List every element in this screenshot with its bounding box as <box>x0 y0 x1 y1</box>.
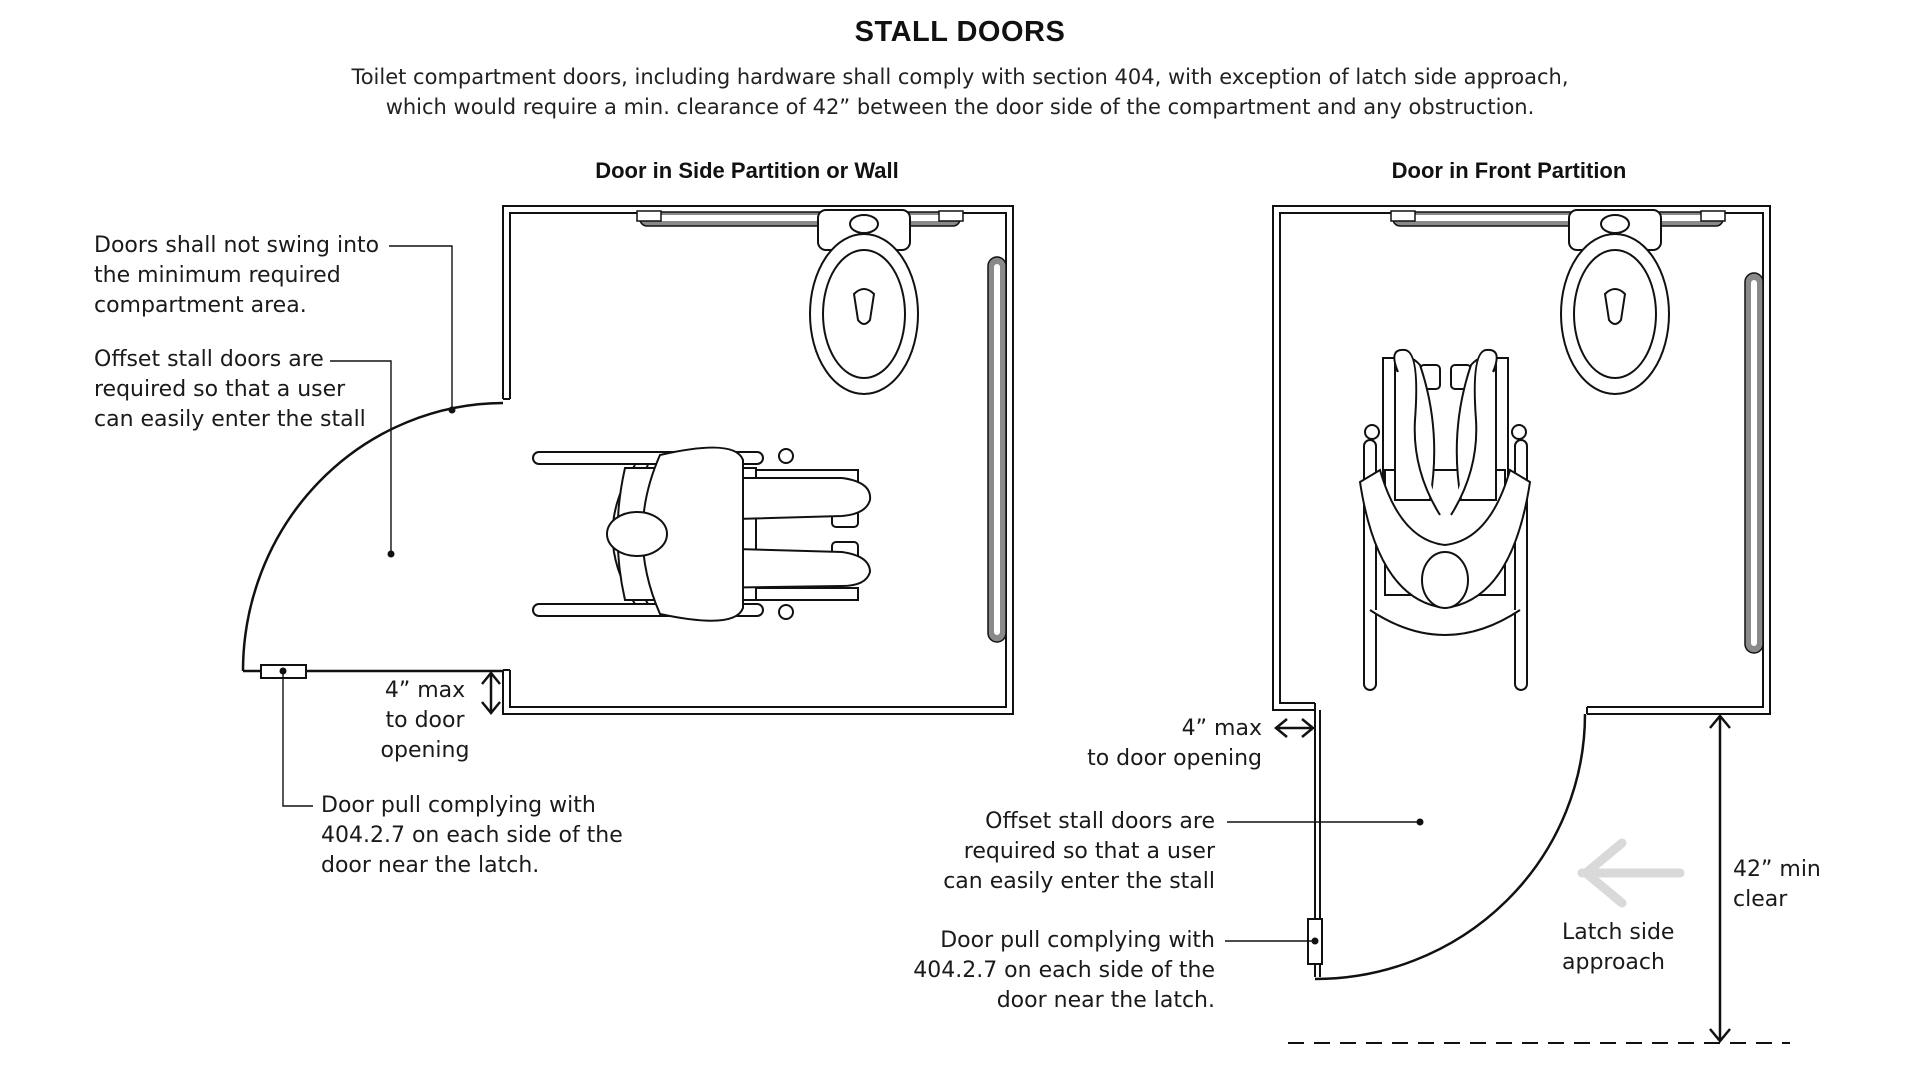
left-pull-callout: Door pull complying with 404.2.7 on each… <box>321 793 623 878</box>
left-callout-leaders <box>282 245 456 807</box>
left-offset-callout: Offset stall doors are required so that … <box>94 347 366 432</box>
left-toilet <box>809 209 919 395</box>
right-rear-grab-bar <box>1390 210 1726 227</box>
subtitle-line-1: Toilet compartment doors, including hard… <box>351 65 1569 89</box>
right-diagram-heading: Door in Front Partition <box>1391 158 1627 183</box>
page-title: STALL DOORS <box>854 16 1066 48</box>
left-rear-grab-bar <box>636 210 964 227</box>
left-diagram-heading: Door in Side Partition or Wall <box>595 158 899 183</box>
left-wheelchair-user <box>532 446 872 622</box>
right-42in-dimension <box>1709 714 1731 1043</box>
right-clearance-label: 42” min clear <box>1733 857 1821 912</box>
subtitle-line-2: which would require a min. clearance of … <box>385 95 1535 119</box>
left-swing-callout: Doors shall not swing into the minimum r… <box>94 233 380 318</box>
right-4in-dimension <box>1274 718 1315 738</box>
left-dimension-label: 4” max to door opening <box>380 678 470 763</box>
right-toilet <box>1560 209 1670 395</box>
right-dimension-label: 4” max to door opening <box>1087 716 1262 771</box>
right-wheelchair-user <box>1358 348 1532 691</box>
left-door-swing <box>241 401 504 673</box>
latch-approach-arrow <box>1577 838 1685 908</box>
right-offset-callout: Offset stall doors are required so that … <box>943 809 1215 894</box>
right-side-grab-bar <box>1744 272 1764 654</box>
right-pull-callout: Door pull complying with 404.2.7 on each… <box>913 928 1215 1013</box>
right-approach-label: Latch side approach <box>1562 920 1675 975</box>
left-side-grab-bar <box>987 256 1007 643</box>
right-callout-leaders <box>1225 818 1424 942</box>
right-door-swing <box>1314 713 1587 981</box>
page-subtitle: Toilet compartment doors, including hard… <box>0 62 1920 122</box>
left-4in-dimension <box>481 671 501 715</box>
